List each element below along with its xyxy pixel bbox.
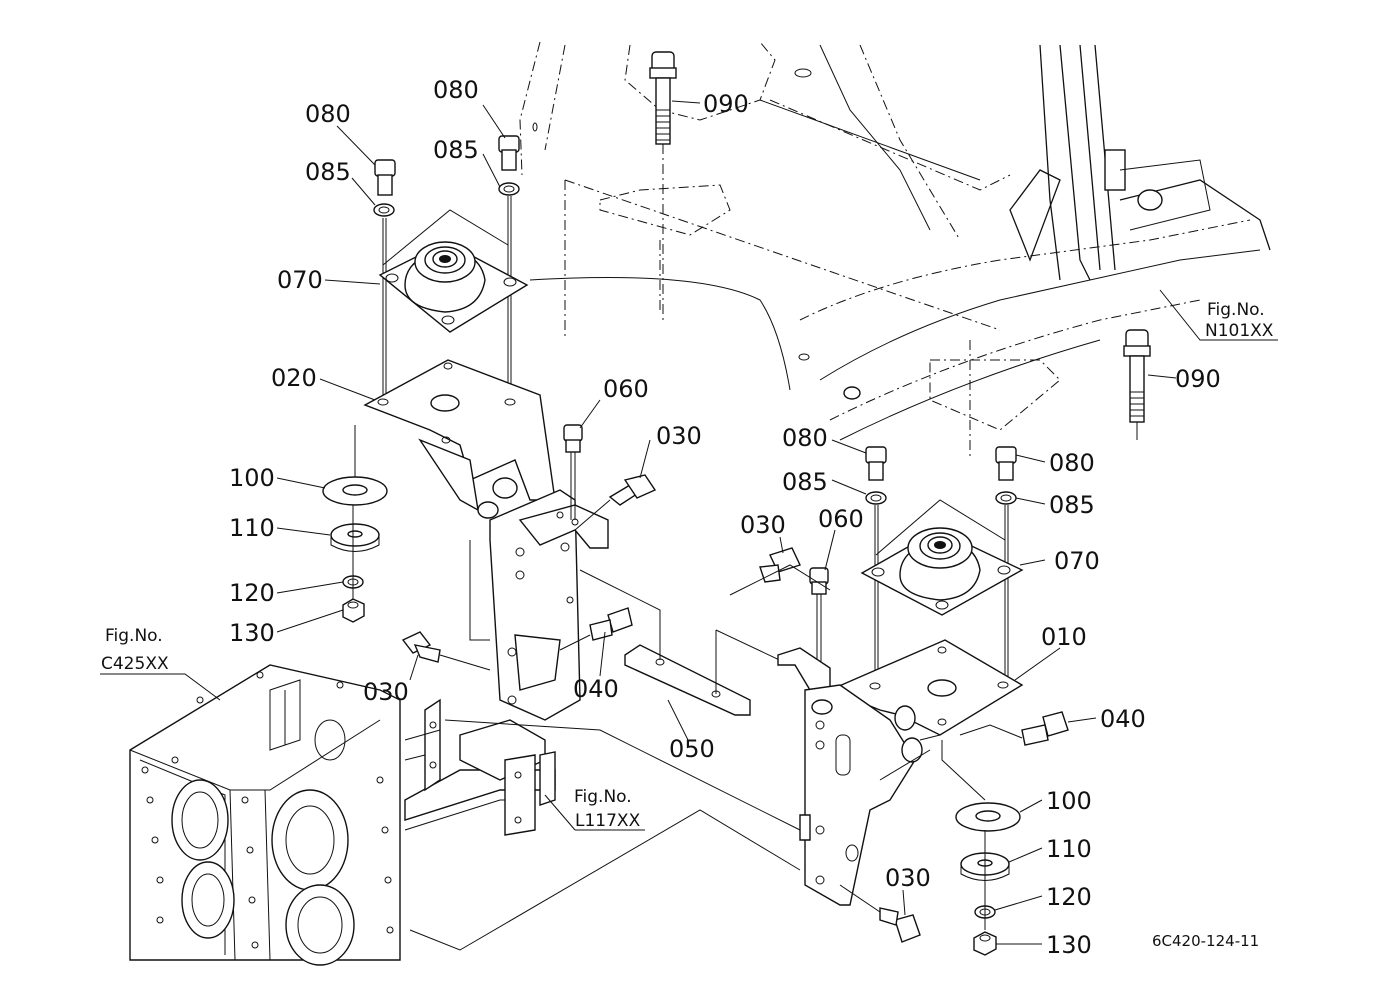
- cab-frame-outline: [519, 41, 1261, 460]
- label-110-a: 110: [229, 514, 275, 542]
- bolt-090-top: [649, 51, 677, 320]
- part-labels: 080 085 080 085 090 070 020 060 030 100 …: [229, 76, 1221, 959]
- leader-lines: [100, 100, 1278, 945]
- bolt-060-left: [563, 424, 583, 520]
- washer-100-left: [322, 476, 388, 506]
- bolt-080-left-a: [373, 159, 396, 400]
- label-100-a: 100: [229, 464, 275, 492]
- label-085-d: 085: [1049, 491, 1095, 519]
- fig-ref-l117xx[interactable]: Fig.No. L117XX: [574, 787, 641, 831]
- bolt-080-left-b: [498, 135, 520, 400]
- fig-ref-c425xx[interactable]: Fig.No. C425XX: [101, 626, 169, 674]
- label-030-b: 030: [363, 678, 409, 706]
- fig-ref-code[interactable]: N101XX: [1205, 321, 1274, 341]
- label-120-a: 120: [229, 579, 275, 607]
- label-130-a: 130: [229, 619, 275, 647]
- label-080-c: 080: [782, 424, 828, 452]
- washer-110-left: [330, 523, 380, 552]
- label-070-b: 070: [1054, 547, 1100, 575]
- label-090-a: 090: [703, 90, 749, 118]
- fig-ref-code[interactable]: C425XX: [101, 654, 169, 674]
- label-030-a: 030: [656, 422, 702, 450]
- bolt-080-right-b: [995, 446, 1017, 685]
- label-130-b: 130: [1046, 931, 1092, 959]
- label-010: 010: [1041, 623, 1087, 651]
- label-060-b: 060: [818, 505, 864, 533]
- label-110-b: 110: [1046, 835, 1092, 863]
- bracket-020-left: [354, 359, 609, 721]
- label-090-b: 090: [1175, 365, 1221, 393]
- label-085-c: 085: [782, 468, 828, 496]
- label-020: 020: [271, 364, 317, 392]
- bolt-080-right-a: [865, 446, 887, 690]
- label-030-d: 030: [885, 864, 931, 892]
- fig-ref-title: Fig.No.: [105, 626, 163, 646]
- label-080-a: 080: [305, 100, 351, 128]
- bolt-040-left: [559, 607, 633, 651]
- bracket-010-right: [777, 639, 1024, 906]
- rubber-mount-070-right: [860, 499, 1024, 616]
- fig-ref-n101xx[interactable]: Fig.No. N101XX: [1205, 300, 1274, 341]
- fig-ref-title: Fig.No.: [1207, 300, 1265, 320]
- washer-100-right: [955, 802, 1021, 832]
- label-080-d: 080: [1049, 449, 1095, 477]
- label-100-b: 100: [1046, 787, 1092, 815]
- label-040-b: 040: [1100, 705, 1146, 733]
- drawing-code: 6C420-124-11: [1152, 932, 1259, 950]
- label-050: 050: [669, 735, 715, 763]
- bolt-030-right-upper: [729, 547, 831, 596]
- bolt-030-left-upper: [574, 474, 657, 531]
- nut-130-right: [941, 740, 997, 956]
- plate-050: [579, 569, 791, 716]
- cab-post: [1009, 44, 1271, 281]
- label-060-a: 060: [603, 375, 649, 403]
- rubber-mount-070-left: [378, 209, 529, 333]
- bolt-030-right-lower: [839, 884, 921, 943]
- transmission-case: [129, 664, 401, 966]
- fig-ref-title: Fig.No.: [574, 787, 632, 807]
- label-085-b: 085: [433, 136, 479, 164]
- bolt-040-right: [959, 711, 1069, 746]
- label-120-b: 120: [1046, 883, 1092, 911]
- label-040-a: 040: [573, 675, 619, 703]
- label-085-a: 085: [305, 158, 351, 186]
- label-070-a: 070: [277, 266, 323, 294]
- fig-ref-code[interactable]: L117XX: [575, 811, 641, 831]
- label-030-c: 030: [740, 511, 786, 539]
- label-080-b: 080: [433, 76, 479, 104]
- frame-rail: [404, 698, 801, 951]
- nut-130-left: [342, 505, 365, 623]
- bolt-090-right: [1123, 329, 1151, 440]
- bolt-030-left-lower: [401, 631, 491, 671]
